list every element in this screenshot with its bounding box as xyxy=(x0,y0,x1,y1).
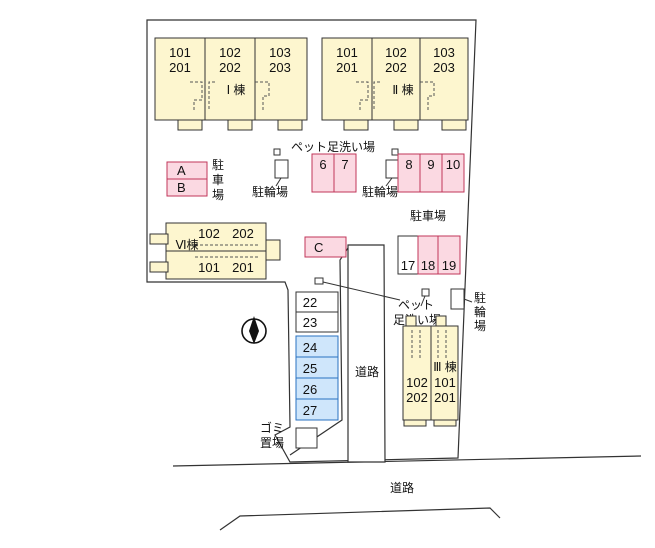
b2-unit-203: 203 xyxy=(433,60,455,75)
parking-lot-a: A xyxy=(177,163,186,178)
b6-unit-201: 201 xyxy=(232,260,254,275)
parking-lot-b: B xyxy=(177,180,186,195)
b1-unit-203: 203 xyxy=(269,60,291,75)
parking-vertical-1: 駐 xyxy=(212,157,224,172)
spot-9: 9 xyxy=(427,157,434,172)
parking-ab: A B 駐 車 場 xyxy=(166,157,224,202)
parking-c: C xyxy=(304,236,347,258)
b1-unit-102: 102 xyxy=(219,45,241,60)
spot-27: 27 xyxy=(303,403,317,418)
pet-wash-top-label: ペット足洗い場 xyxy=(291,140,375,154)
spot-7: 7 xyxy=(341,157,348,172)
b6-unit-202: 202 xyxy=(232,226,254,241)
b3-unit-202: 202 xyxy=(406,390,428,405)
bike-parking-3: 駐 輪 場 xyxy=(450,288,486,333)
b2-label: Ⅱ 棟 xyxy=(392,82,413,97)
spot-23: 23 xyxy=(303,315,317,330)
garbage-label-1: ゴミ xyxy=(260,420,284,435)
parking-vertical-3: 場 xyxy=(212,188,224,202)
b2-unit-103: 103 xyxy=(433,45,455,60)
road-outer-label: 道路 xyxy=(390,480,414,495)
spot-10: 10 xyxy=(446,157,460,172)
spot-19: 19 xyxy=(442,258,456,273)
b3-unit-201: 201 xyxy=(434,390,456,405)
pet-wash-mid-label-1: ペット xyxy=(398,298,434,312)
b2-unit-202: 202 xyxy=(385,60,407,75)
bike-parking-1: 駐輪場 xyxy=(252,159,289,199)
b1-label: Ⅰ 棟 xyxy=(227,82,246,97)
building-3: 102 202 101 201 Ⅲ 棟 xyxy=(402,315,459,427)
pet-wash-mid-label-2: 足洗い場 xyxy=(393,313,441,327)
road-line-bottom xyxy=(219,507,501,531)
road-inner-label: 道路 xyxy=(355,364,379,379)
building-2: 101 201 102 202 103 203 Ⅱ 棟 xyxy=(321,37,469,131)
bike-parking-2: 駐輪場 xyxy=(362,159,400,199)
bike-parking-3-v3: 場 xyxy=(474,319,486,333)
north-arrow-icon: N xyxy=(241,311,267,344)
spot-26: 26 xyxy=(303,382,317,397)
spot-18: 18 xyxy=(421,258,435,273)
spot-25: 25 xyxy=(303,361,317,376)
spot-24: 24 xyxy=(303,340,317,355)
parking-8-10: 8 9 10 xyxy=(397,153,465,193)
parking-main-label: 駐車場 xyxy=(410,208,446,223)
garbage-area: ゴミ 置場 xyxy=(260,420,318,450)
pet-wash-middle: ペット 足洗い場 xyxy=(314,277,441,327)
b3-unit-102: 102 xyxy=(406,375,428,390)
b6-label: Ⅵ棟 xyxy=(175,237,198,252)
parking-22-27: 22 23 24 25 26 27 xyxy=(295,291,339,421)
b6-unit-101: 101 xyxy=(198,260,220,275)
parking-lot-c: C xyxy=(314,240,323,255)
b2-unit-201: 201 xyxy=(336,60,358,75)
bike-parking-3-v2: 輪 xyxy=(474,304,486,319)
b6-unit-102: 102 xyxy=(198,226,220,241)
spot-22: 22 xyxy=(303,295,317,310)
b2-unit-101: 101 xyxy=(336,45,358,60)
spot-6: 6 xyxy=(319,157,326,172)
building-6: 102 202 101 201 Ⅵ棟 xyxy=(149,222,281,280)
road-line-top xyxy=(172,455,642,467)
north-label: N xyxy=(251,311,257,320)
building-1: 101 201 102 202 103 203 Ⅰ 棟 xyxy=(154,37,308,131)
spot-8: 8 xyxy=(405,157,412,172)
b1-unit-201: 201 xyxy=(169,60,191,75)
bike-parking-3-v1: 駐 xyxy=(474,290,486,305)
b1-unit-103: 103 xyxy=(269,45,291,60)
b2-unit-102: 102 xyxy=(385,45,407,60)
parking-17-19: 17 18 19 xyxy=(397,235,461,275)
pet-wash-top: ペット足洗い場 xyxy=(273,140,399,156)
b3-label: Ⅲ 棟 xyxy=(433,359,457,374)
b3-unit-101: 101 xyxy=(434,375,456,390)
bike-parking-1-label: 駐輪場 xyxy=(252,184,288,199)
garbage-label-2: 置場 xyxy=(260,436,284,450)
bike-parking-2-label: 駐輪場 xyxy=(362,184,398,199)
parking-6-7: 6 7 xyxy=(311,153,357,193)
spot-17: 17 xyxy=(401,258,415,273)
b1-unit-202: 202 xyxy=(219,60,241,75)
inner-road xyxy=(347,244,386,463)
parking-vertical-2: 車 xyxy=(212,173,224,187)
b1-unit-101: 101 xyxy=(169,45,191,60)
